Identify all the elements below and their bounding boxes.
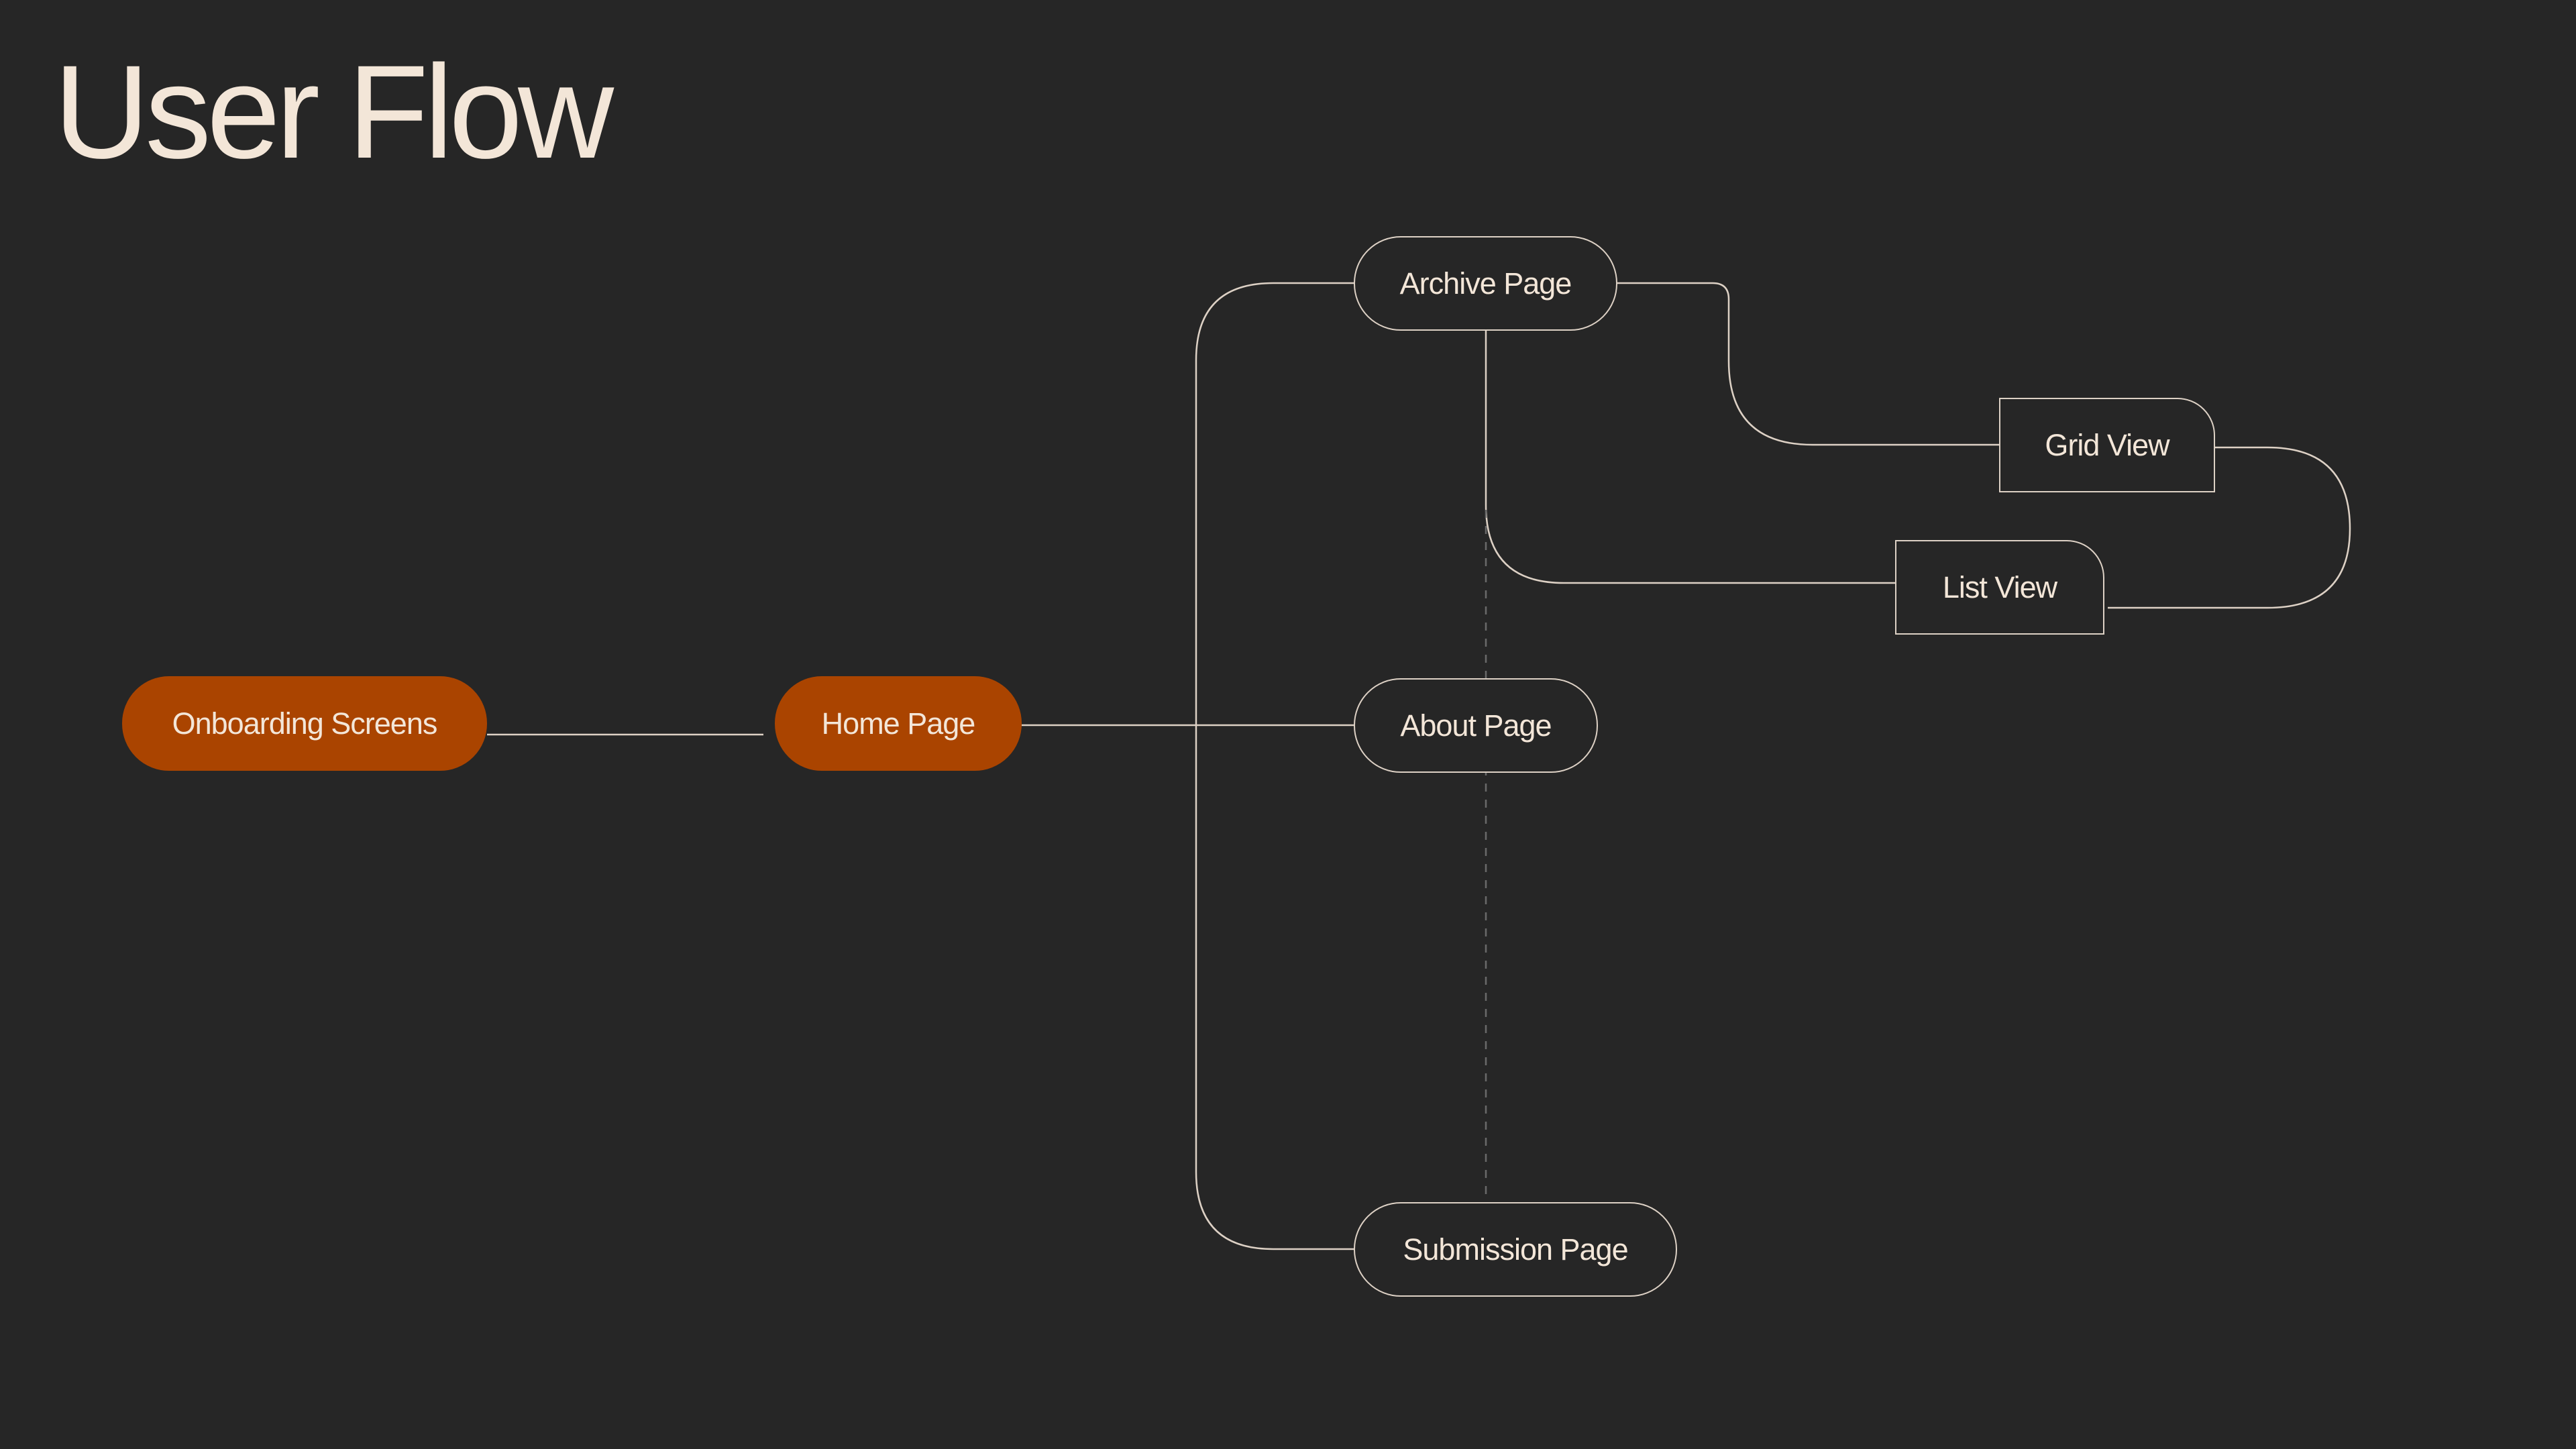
archive-page-node: Archive Page: [1354, 236, 1617, 331]
page-title: User Flow: [54, 38, 614, 186]
edge-archive-list: [1485, 331, 1895, 584]
list-view-label: List View: [1942, 570, 2057, 604]
list-view-node: List View: [1895, 540, 2104, 635]
grid-view-node: Grid View: [1999, 398, 2215, 492]
grid-view-label: Grid View: [2045, 427, 2169, 462]
submission-page-label: Submission Page: [1403, 1232, 1628, 1267]
edge-spine-archive-submission: [1195, 282, 1354, 1250]
archive-page-label: Archive Page: [1399, 266, 1572, 301]
onboarding-screens-label: Onboarding Screens: [172, 706, 438, 741]
home-page-label: Home Page: [821, 706, 976, 741]
onboarding-screens-node: Onboarding Screens: [122, 676, 487, 771]
about-page-node: About Page: [1354, 678, 1598, 773]
home-page-node: Home Page: [775, 676, 1022, 771]
edge-archive-grid: [1617, 282, 1999, 446]
submission-page-node: Submission Page: [1354, 1202, 1677, 1297]
about-page-label: About Page: [1400, 708, 1552, 743]
